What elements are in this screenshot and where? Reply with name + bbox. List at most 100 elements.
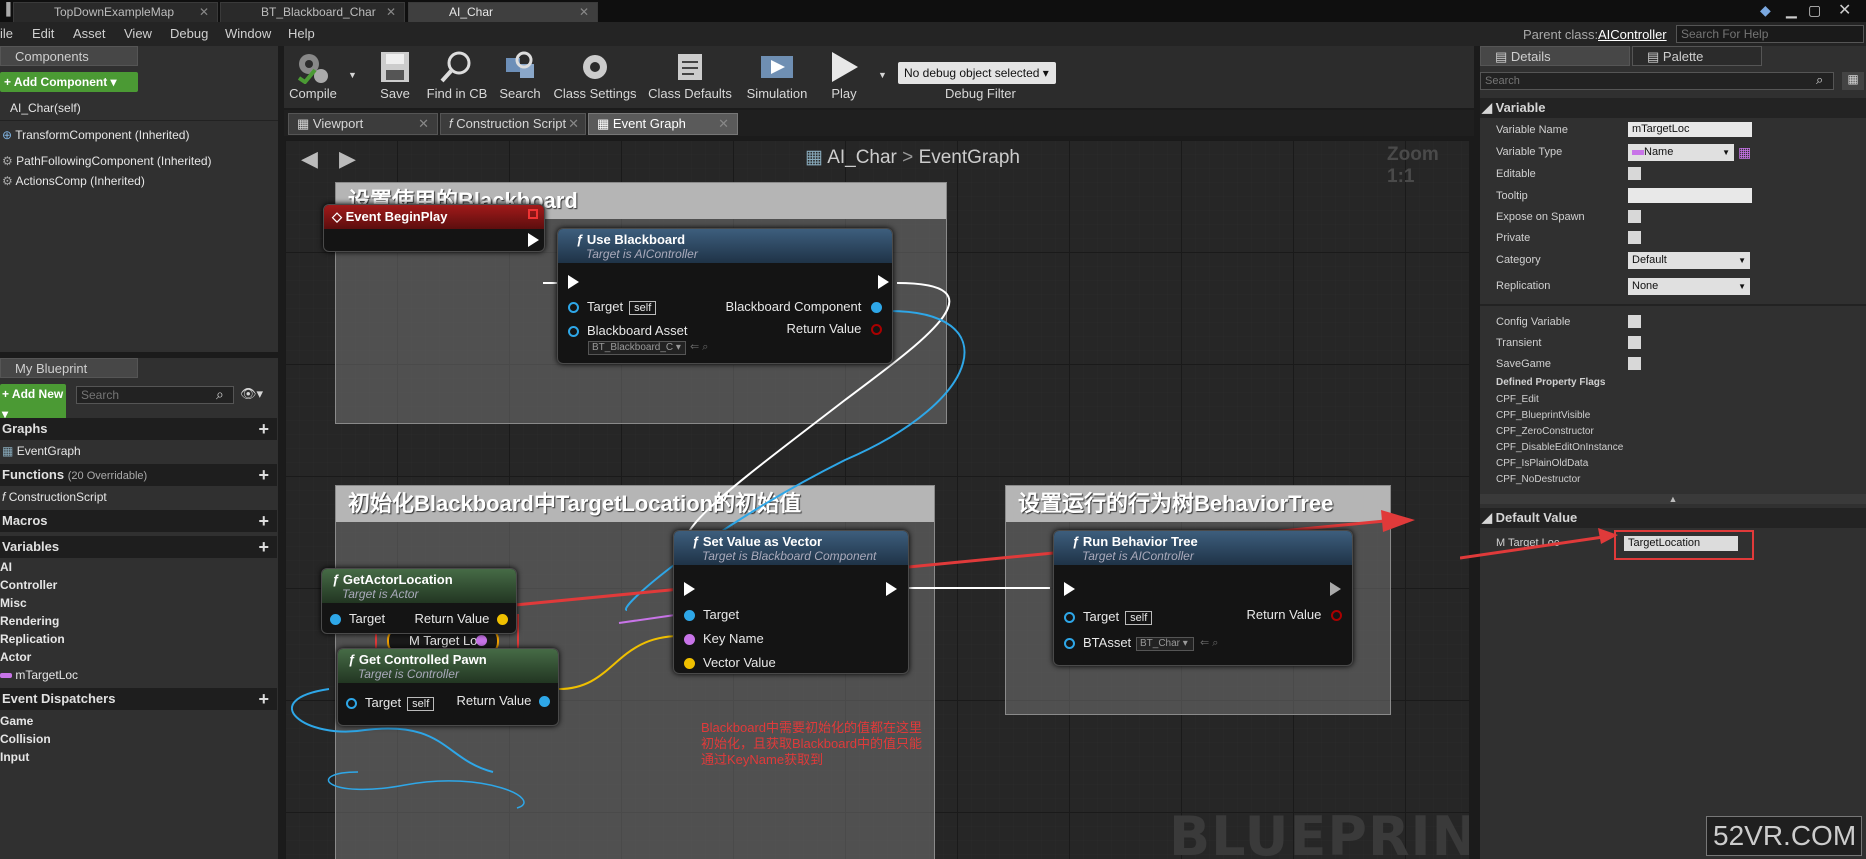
tab-bt-blackboard[interactable]: BT_Blackboard_Char✕: [220, 2, 405, 22]
variable-category[interactable]: Controller: [0, 578, 58, 592]
component-self[interactable]: AI_Char(self): [10, 101, 81, 115]
class-defaults-button[interactable]: Class Defaults: [647, 50, 733, 106]
maximize-icon[interactable]: ▢: [1808, 2, 1822, 18]
variable-category[interactable]: Misc: [0, 596, 27, 610]
save-button[interactable]: Save: [375, 50, 415, 106]
menu-asset[interactable]: Asset: [73, 26, 106, 41]
bt-asset-select[interactable]: BT_Char ▾: [1136, 637, 1194, 651]
component-transform[interactable]: ⊕ TransformComponent (Inherited): [2, 128, 189, 142]
search-button[interactable]: Search: [498, 50, 542, 106]
component-actions[interactable]: ⚙ ActionsComp (Inherited): [2, 174, 145, 188]
dispatcher-category[interactable]: Collision: [0, 732, 51, 746]
variable-category[interactable]: Actor: [0, 650, 32, 664]
exec-out-pin[interactable]: [1330, 582, 1341, 596]
variable-type-select[interactable]: Name: [1628, 144, 1734, 161]
menu-edit[interactable]: Edit: [32, 26, 55, 41]
target-pin[interactable]: Target: [684, 607, 739, 622]
menu-window[interactable]: Window: [225, 26, 272, 41]
simulation-button[interactable]: Simulation: [744, 50, 810, 106]
compile-options-icon[interactable]: ▼: [348, 70, 357, 80]
tab-ai-char[interactable]: AI_Char✕: [408, 2, 598, 22]
tab-construction-script[interactable]: f Construction Script✕: [440, 113, 586, 135]
exec-in-pin[interactable]: [1064, 582, 1075, 596]
dispatcher-category[interactable]: Input: [0, 750, 30, 764]
blueprint-search-input[interactable]: [76, 386, 234, 404]
return-value-pin[interactable]: Return Value: [786, 321, 882, 336]
tab-topdown-map[interactable]: TopDownExampleMap✕: [13, 2, 218, 22]
category-macros[interactable]: Macros+: [0, 510, 277, 532]
blackboard-asset-select[interactable]: BT_Blackboard_C ▾: [588, 341, 686, 355]
help-search-input[interactable]: [1676, 25, 1864, 43]
close-icon[interactable]: ✕: [385, 5, 396, 19]
parent-class-link[interactable]: AIController: [1598, 27, 1667, 42]
return-value-pin[interactable]: Return Value: [456, 693, 550, 708]
variable-item-mtargetloc[interactable]: mTargetLoc: [0, 668, 78, 682]
breadcrumb-root[interactable]: AI_Char: [827, 147, 897, 168]
return-value-pin[interactable]: Return Value: [414, 611, 508, 626]
blackboard-asset-pin[interactable]: Blackboard Asset: [568, 323, 687, 338]
component-pathfollowing[interactable]: ⚙ PathFollowingComponent (Inherited): [2, 154, 212, 168]
browse-icon[interactable]: ⇐ ⌕: [690, 341, 709, 353]
variable-category[interactable]: Replication: [0, 632, 65, 646]
bt-asset-pin[interactable]: BTAsset: [1064, 635, 1131, 650]
add-macro-icon[interactable]: +: [258, 511, 269, 531]
details-search-input[interactable]: [1480, 72, 1834, 90]
exec-out-pin[interactable]: [886, 582, 897, 596]
view-options-icon[interactable]: 👁▾: [240, 386, 264, 401]
play-options-icon[interactable]: ▼: [878, 70, 887, 80]
variable-section-header[interactable]: ◢ Variable: [1480, 98, 1866, 118]
exec-in-pin[interactable]: [568, 275, 579, 289]
category-graphs[interactable]: Graphs+: [0, 418, 277, 440]
components-tab[interactable]: Components: [0, 46, 138, 66]
forward-arrow-icon[interactable]: ▶: [339, 146, 356, 171]
exec-in-pin[interactable]: [684, 582, 695, 596]
menu-help[interactable]: Help: [288, 26, 315, 41]
tab-viewport[interactable]: ▦ Viewport✕: [288, 113, 438, 135]
default-value-input[interactable]: TargetLocation: [1624, 536, 1738, 551]
add-function-icon[interactable]: +: [258, 465, 269, 485]
palette-tab[interactable]: ▤ Palette: [1632, 46, 1762, 66]
menu-view[interactable]: View: [124, 26, 152, 41]
close-icon[interactable]: ✕: [718, 116, 729, 131]
play-button[interactable]: Play: [822, 50, 866, 106]
add-dispatcher-icon[interactable]: +: [258, 689, 269, 709]
editable-checkbox[interactable]: [1628, 167, 1641, 180]
dispatcher-category[interactable]: Game: [0, 714, 34, 728]
close-icon[interactable]: ✕: [568, 116, 579, 131]
key-name-pin[interactable]: Key Name: [684, 631, 764, 646]
find-in-cb-button[interactable]: Find in CB: [422, 50, 492, 106]
back-arrow-icon[interactable]: ◀: [301, 146, 318, 171]
add-variable-icon[interactable]: +: [258, 537, 269, 557]
delegate-pin-icon[interactable]: [528, 209, 538, 219]
target-pin[interactable]: Target: [330, 611, 385, 626]
variable-category[interactable]: Rendering: [0, 614, 60, 628]
menu-debug[interactable]: Debug: [170, 26, 209, 41]
my-blueprint-tab[interactable]: My Blueprint: [0, 358, 138, 378]
category-variables[interactable]: Variables+: [0, 536, 277, 558]
compile-button[interactable]: Compile: [288, 50, 338, 106]
tooltip-input[interactable]: [1628, 188, 1752, 203]
exec-out-pin[interactable]: [878, 275, 889, 289]
variable-category[interactable]: AI: [0, 560, 12, 574]
category-select[interactable]: Default: [1628, 252, 1750, 269]
notification-icon[interactable]: ◆: [1760, 2, 1771, 18]
close-window-icon[interactable]: ✕: [1838, 2, 1852, 19]
name-pin-icon[interactable]: [476, 635, 487, 646]
vector-value-pin[interactable]: Vector Value: [684, 655, 776, 670]
class-settings-button[interactable]: Class Settings: [552, 50, 638, 106]
close-icon[interactable]: ✕: [418, 116, 429, 131]
return-value-pin[interactable]: Return Value: [1246, 607, 1342, 622]
replication-select[interactable]: None: [1628, 278, 1750, 295]
grid-view-icon[interactable]: ▦: [1842, 72, 1864, 90]
blackboard-component-pin[interactable]: Blackboard Component: [726, 299, 882, 314]
menu-file[interactable]: ile: [0, 26, 14, 41]
browse-icon[interactable]: ⇐ ⌕: [1200, 637, 1219, 649]
node-event-beginplay[interactable]: ◇ Event BeginPlay: [323, 204, 545, 252]
container-type-icon[interactable]: ▦: [1738, 144, 1752, 160]
